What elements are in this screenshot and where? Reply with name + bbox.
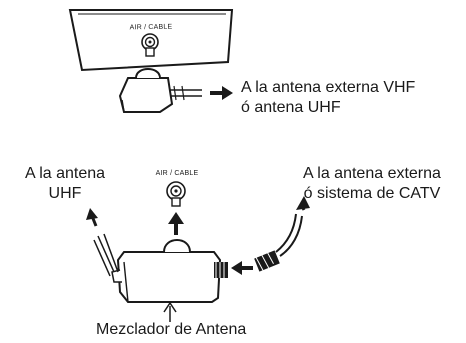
uhf-arrow xyxy=(86,208,98,227)
uhf-caption-line1: A la antena xyxy=(24,165,106,182)
bottom-coax-jack xyxy=(166,181,186,207)
mixer-pointer xyxy=(163,301,177,322)
up-arrow-to-jack xyxy=(168,212,184,235)
bottom-jack-label: AIR / CABLE xyxy=(155,170,199,177)
catv-caption-line1: A la antena externa xyxy=(303,165,441,182)
top-right-arrow xyxy=(210,86,233,100)
top-coax-jack xyxy=(141,33,159,57)
antenna-mixer xyxy=(93,233,228,303)
top-antenna-plug xyxy=(118,68,202,113)
mixer-caption: Mezclador de Antena xyxy=(96,321,247,338)
uhf-caption-line2: UHF xyxy=(48,185,82,202)
top-jack-label: AIR / CABLE xyxy=(129,23,173,32)
top-caption-line1: A la antena externa VHF xyxy=(241,79,416,96)
catv-caption-line2: ó sistema de CATV xyxy=(303,185,441,202)
catv-coax-cable xyxy=(254,213,303,273)
top-caption-line2: ó antena UHF xyxy=(241,99,341,116)
cable-to-mixer-arrow xyxy=(231,261,253,275)
catv-arrow xyxy=(296,196,310,211)
